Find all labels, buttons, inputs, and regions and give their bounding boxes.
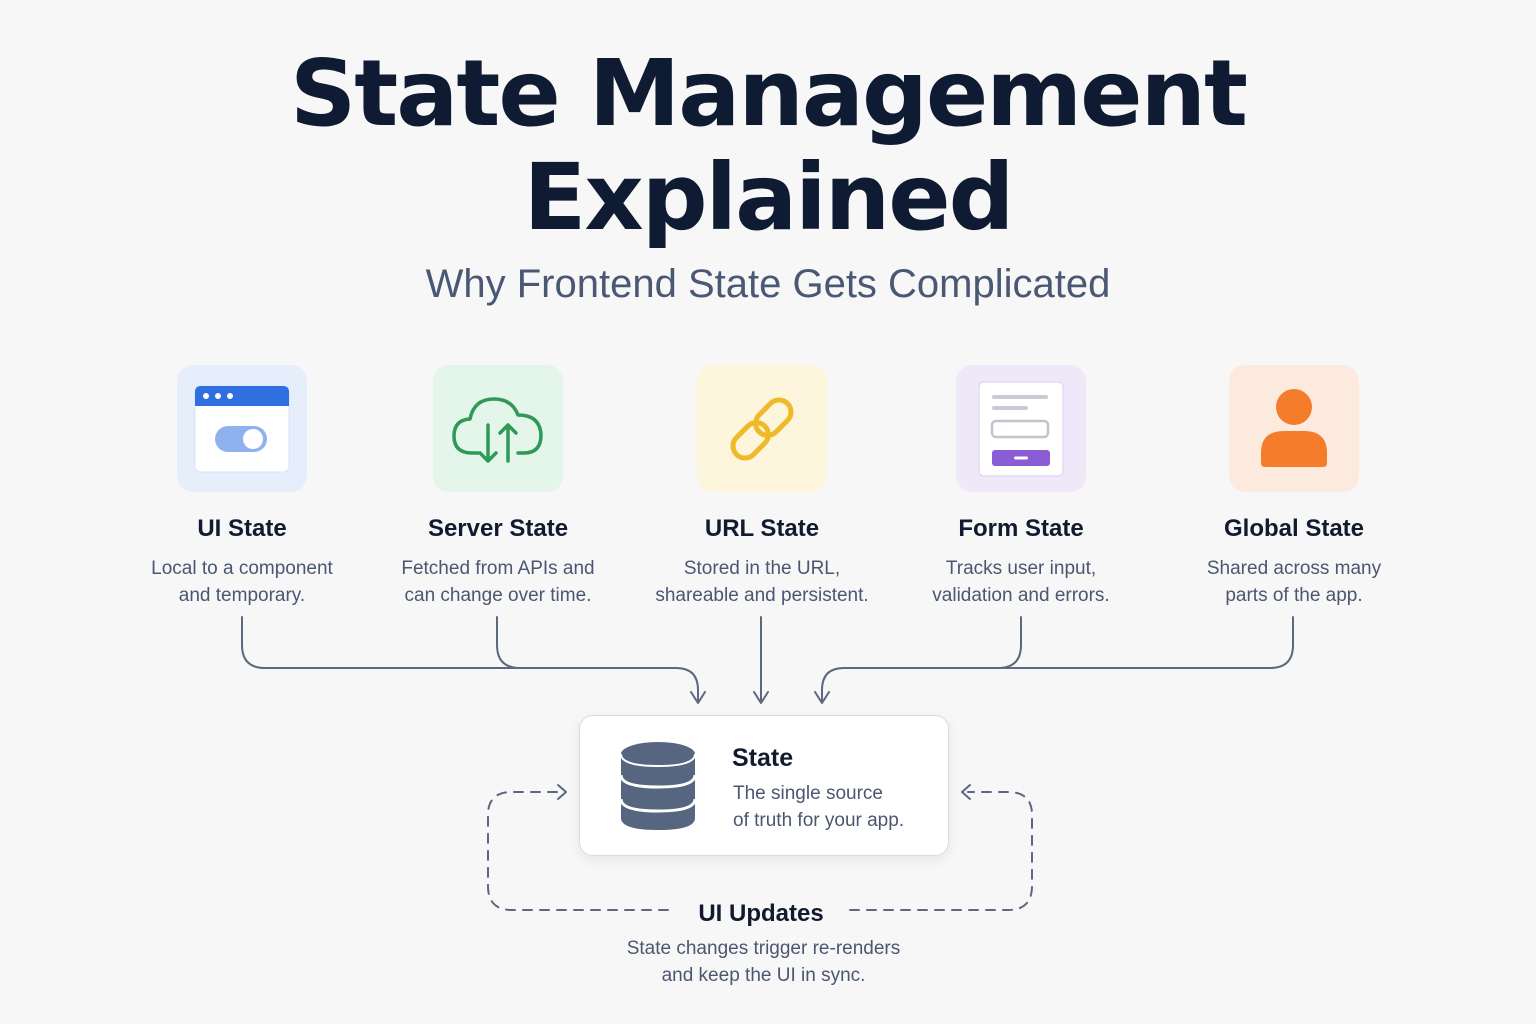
icon-tile-form-state <box>956 365 1086 492</box>
card-url-state: URL State Stored in the URL, shareable a… <box>632 365 892 609</box>
card-title: Form State <box>958 515 1084 542</box>
arrowhead-center <box>753 691 769 704</box>
form-icon <box>978 380 1064 477</box>
card-description: Stored in the URL, shareable and persist… <box>655 558 869 606</box>
card-global-state: Global State Shared across many parts of… <box>1164 365 1424 609</box>
card-description: Shared across many parts of the app. <box>1206 558 1382 606</box>
connector-form-state <box>997 616 1022 669</box>
card-title: UI State <box>197 515 287 542</box>
card-description: Local to a component and temporary. <box>151 558 333 606</box>
cloud-sync-icon <box>452 396 543 463</box>
card-title: Global State <box>1223 515 1365 542</box>
browser-toggle-icon <box>194 385 290 472</box>
page-subtitle: Why Frontend State Gets Complicated <box>425 262 1111 306</box>
state-title: State <box>732 744 794 772</box>
state-description: The single source of truth for your app. <box>733 783 905 831</box>
connector-server-state <box>496 616 521 669</box>
title-line-1: State Management <box>290 40 1248 147</box>
icon-tile-global-state <box>1229 365 1359 492</box>
card-form-state: Form State Tracks user input, validation… <box>891 365 1151 609</box>
ui-updates-title: UI Updates <box>698 900 824 927</box>
card-title: URL State <box>704 515 820 542</box>
feedback-arrowhead-left <box>557 784 567 800</box>
card-description: Fetched from APIs and can change over ti… <box>401 558 595 606</box>
arrowhead-left <box>690 691 706 704</box>
icon-tile-url-state <box>697 365 827 492</box>
card-server-state: Server State Fetched from APIs and can c… <box>368 365 628 609</box>
user-icon <box>1261 388 1327 467</box>
connector-ui-state <box>241 616 699 701</box>
card-title: Server State <box>427 515 569 542</box>
link-icon <box>730 397 794 460</box>
ui-updates-description: State changes trigger re-renders and kee… <box>626 938 901 986</box>
icon-tile-ui-state <box>177 365 307 492</box>
central-state-box: State The single source of truth for you… <box>579 715 949 856</box>
feedback-arrowhead-right <box>961 784 971 800</box>
card-ui-state: UI State Local to a component and tempor… <box>112 365 372 609</box>
database-icon <box>620 742 696 830</box>
connector-global-state <box>821 616 1294 701</box>
page-title: State Management Explained <box>0 42 1536 250</box>
title-line-2: Explained <box>523 144 1015 251</box>
icon-tile-server-state <box>433 365 563 492</box>
card-description: Tracks user input, validation and errors… <box>932 558 1110 606</box>
arrowhead-right <box>814 691 830 704</box>
